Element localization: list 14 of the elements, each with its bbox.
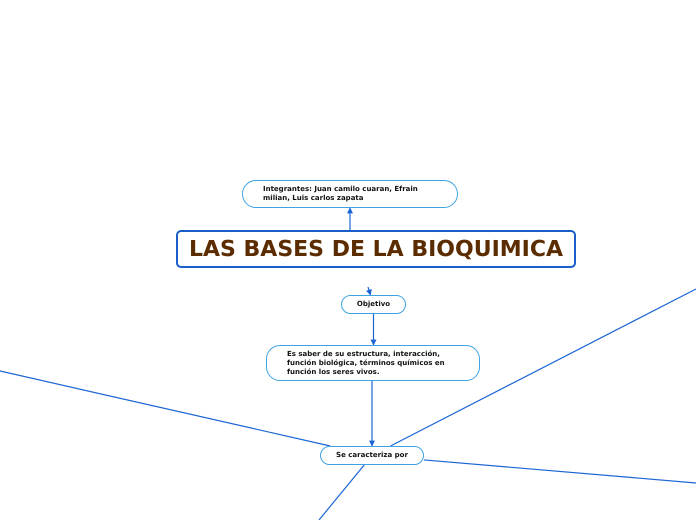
central-topic-box [176, 230, 576, 268]
connector-line [0, 370, 330, 447]
connector-line [318, 464, 365, 520]
topic-box [341, 295, 406, 314]
connector-line [424, 459, 696, 484]
connector-line [390, 288, 696, 447]
arrow [370, 314, 376, 346]
topic-box [320, 446, 424, 465]
arrow [366, 286, 372, 296]
topic-box [242, 180, 458, 208]
arrow [369, 381, 375, 447]
central-topic-text: LAS BASES DE LA BIOQUIMICA [188, 236, 564, 264]
topic-box [266, 345, 480, 381]
arrow [347, 207, 353, 230]
